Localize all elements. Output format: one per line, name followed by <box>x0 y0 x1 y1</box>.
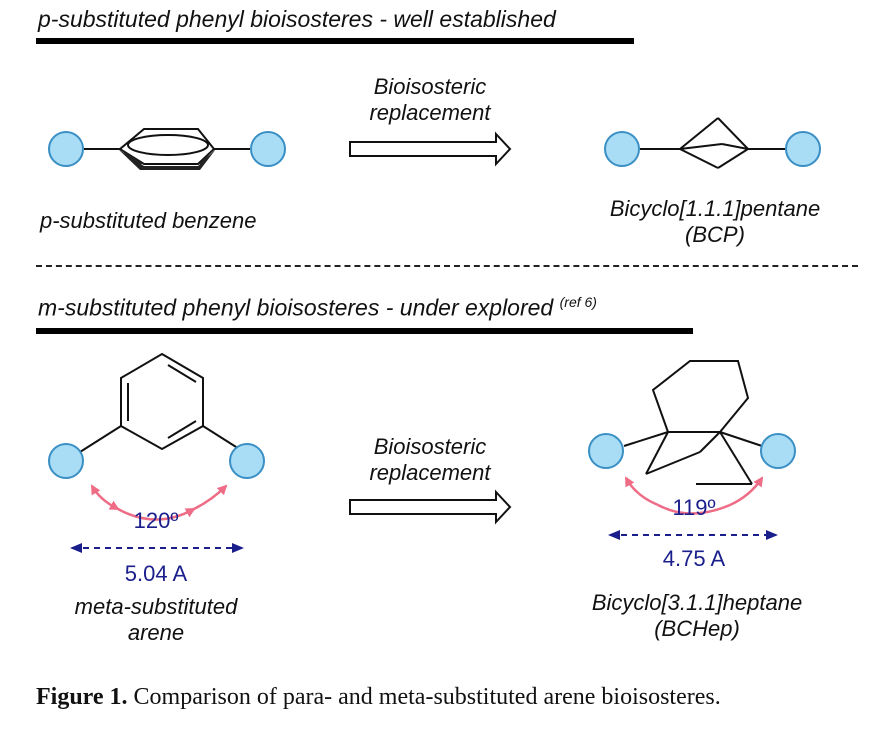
bottom-arrow-label-line1: Bioisosteric <box>373 434 487 459</box>
bottom-section-heading: m-substituted phenyl bioisosteres - unde… <box>38 294 597 322</box>
meta-arene-distance: 5.04 A <box>124 561 188 586</box>
substituent-circle <box>250 131 286 167</box>
meta-arene-label-line2: arene <box>127 620 185 645</box>
bchep-distance: 4.75 A <box>662 546 726 571</box>
substituent-circle <box>48 131 84 167</box>
figure-caption: Figure 1. Comparison of para- and meta-s… <box>36 682 856 712</box>
top-heading-underline <box>36 38 634 44</box>
bchep-label-line1: Bicyclo[3.1.1]heptane <box>591 590 803 615</box>
meta-arene-label: meta-substituted arene <box>56 594 256 646</box>
bchep-angle: 119º <box>672 495 716 520</box>
substituent-circle <box>229 443 265 479</box>
top-arrow-label-line1: Bioisosteric <box>373 74 487 99</box>
bottom-replacement-arrow <box>349 489 512 525</box>
top-arrow-label: Bioisosteric replacement <box>340 74 520 126</box>
bchep-label-line2: (BCHep) <box>654 616 740 641</box>
substituent-circle <box>48 443 84 479</box>
figure-caption-label: Figure 1. <box>36 684 128 710</box>
meta-arene-label-line1: meta-substituted <box>74 594 238 619</box>
bottom-arrow-label-line2: replacement <box>369 460 491 485</box>
bottom-heading-reference: (ref 6) <box>559 294 597 310</box>
para-benzene-structure <box>48 128 286 170</box>
section-divider <box>36 265 858 267</box>
bchep-label: Bicyclo[3.1.1]heptane (BCHep) <box>552 590 842 642</box>
bcp-structure <box>604 117 821 169</box>
top-section-heading: p-substituted phenyl bioisosteres - well… <box>38 6 556 32</box>
meta-arene-angle: 120º <box>133 508 179 533</box>
top-replacement-arrow <box>349 131 512 167</box>
bcp-label-line2: (BCP) <box>685 222 745 247</box>
bottom-heading-underline <box>36 328 693 334</box>
figure-caption-text: Comparison of para- and meta-substituted… <box>133 684 721 710</box>
para-benzene-label: p-substituted benzene <box>40 208 257 233</box>
bottom-arrow-label: Bioisosteric replacement <box>340 434 520 486</box>
angle-arrow <box>108 500 196 521</box>
meta-arene-structure <box>48 352 265 553</box>
bottom-heading-text: m-substituted phenyl bioisosteres - unde… <box>38 294 554 321</box>
bchep-structure <box>588 360 796 540</box>
top-arrow-label-line2: replacement <box>369 100 491 125</box>
substituent-circle <box>604 131 640 167</box>
substituent-circle <box>785 131 821 167</box>
substituent-circle <box>588 433 624 469</box>
bcp-label-line1: Bicyclo[1.1.1]pentane <box>609 196 821 221</box>
substituent-circle <box>760 433 796 469</box>
bcp-label: Bicyclo[1.1.1]pentane (BCP) <box>570 196 860 248</box>
